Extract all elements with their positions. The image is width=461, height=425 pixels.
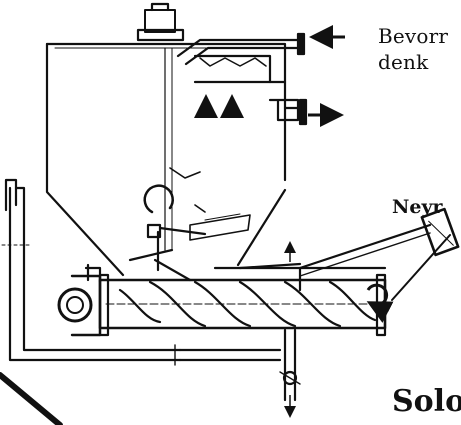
left-pipe — [1, 178, 282, 366]
text-line-1: Bevorr — [378, 24, 449, 48]
inner-chute — [169, 167, 251, 241]
counterweight-arm — [298, 207, 460, 301]
filter-housing — [193, 54, 287, 84]
circle-arc — [0, 372, 63, 425]
motor — [57, 263, 102, 337]
rotation-arrow-icon — [366, 283, 394, 323]
outlet-pipe — [268, 98, 308, 126]
drain-pipe — [279, 328, 301, 402]
heading-neyr: Neyr — [392, 196, 443, 218]
top-cap — [136, 2, 185, 42]
screw-conveyor — [98, 262, 387, 337]
text-line-2: denk — [378, 50, 429, 74]
agitator — [128, 184, 207, 282]
hopper — [45, 42, 287, 277]
inlet-pipe — [176, 32, 306, 66]
heading-solo: Solo — [392, 384, 461, 419]
